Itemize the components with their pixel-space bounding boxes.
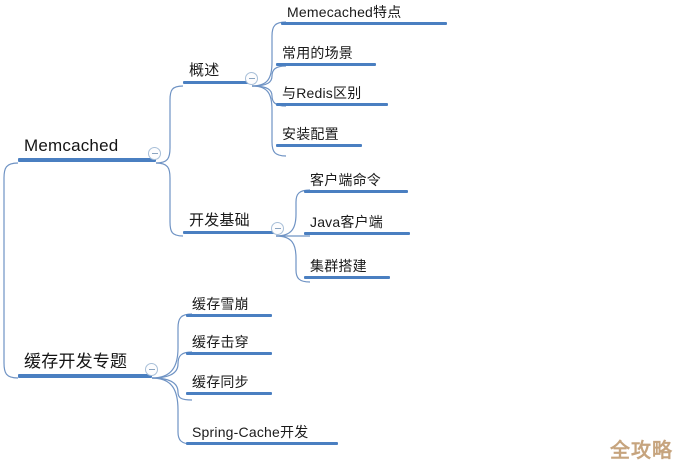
node-underline <box>18 157 156 162</box>
mindmap-node-java-client[interactable]: Java客户端 <box>304 214 410 236</box>
node-underline <box>186 392 272 396</box>
node-underline <box>276 103 388 107</box>
node-label: 缓存同步 <box>192 374 249 390</box>
node-underline <box>276 144 362 148</box>
node-underline <box>186 314 272 318</box>
node-label: Memecached特点 <box>287 4 402 20</box>
node-underline <box>304 232 410 236</box>
mindmap-node-install[interactable]: 安装配置 <box>276 126 362 148</box>
node-underline <box>304 276 390 280</box>
mindmap-node-avalanche[interactable]: 缓存雪崩 <box>186 296 272 318</box>
mindmap-node-vs-redis[interactable]: 与Redis区别 <box>276 85 388 107</box>
node-label: 概述 <box>189 62 220 79</box>
mindmap-node-features[interactable]: Memecached特点 <box>281 4 447 26</box>
mindmap-node-memcached[interactable]: Memcached <box>18 136 156 162</box>
mindmap-node-cache-topic[interactable]: 缓存开发专题 <box>18 352 152 378</box>
node-underline <box>183 231 276 235</box>
node-label: 缓存开发专题 <box>24 352 128 371</box>
node-label: 缓存雪崩 <box>192 296 249 312</box>
node-label: Spring-Cache开发 <box>192 424 309 440</box>
node-underline <box>186 352 272 356</box>
mindmap-node-breakdown[interactable]: 缓存击穿 <box>186 334 272 356</box>
mindmap-node-spring-cache[interactable]: Spring-Cache开发 <box>186 424 338 446</box>
connector-memcached-devbasics <box>155 162 184 237</box>
collapse-minus-icon-overview[interactable] <box>245 72 258 85</box>
node-label: 与Redis区别 <box>282 85 362 101</box>
mindmap-node-cluster[interactable]: 集群搭建 <box>304 258 390 280</box>
node-label: 集群搭建 <box>310 258 367 274</box>
node-label: 缓存击穿 <box>192 334 249 350</box>
node-underline <box>281 22 447 26</box>
connector-root-spine <box>3 162 19 379</box>
collapse-minus-icon-memcached[interactable] <box>148 147 161 160</box>
node-label: 客户端命令 <box>310 172 381 188</box>
collapse-minus-icon-dev-basics[interactable] <box>271 222 284 235</box>
watermark-label: 全攻略 <box>610 440 673 462</box>
mindmap-node-scenarios[interactable]: 常用的场景 <box>276 45 376 67</box>
node-underline <box>304 190 408 194</box>
mindmap-node-sync[interactable]: 缓存同步 <box>186 374 272 396</box>
mindmap-node-dev-basics[interactable]: 开发基础 <box>183 212 276 235</box>
node-underline <box>276 63 376 67</box>
node-label: 常用的场景 <box>282 45 353 61</box>
node-underline <box>183 81 252 85</box>
collapse-minus-icon-cache-topic[interactable] <box>145 363 158 376</box>
node-label: 安装配置 <box>282 126 339 142</box>
node-label: Java客户端 <box>310 214 383 230</box>
mindmap-node-overview[interactable]: 概述 <box>183 62 252 85</box>
node-underline <box>186 442 338 446</box>
node-underline <box>18 373 152 378</box>
node-label: Memcached <box>24 136 119 155</box>
mindmap-node-client-cmd[interactable]: 客户端命令 <box>304 172 408 194</box>
node-label: 开发基础 <box>189 212 250 229</box>
